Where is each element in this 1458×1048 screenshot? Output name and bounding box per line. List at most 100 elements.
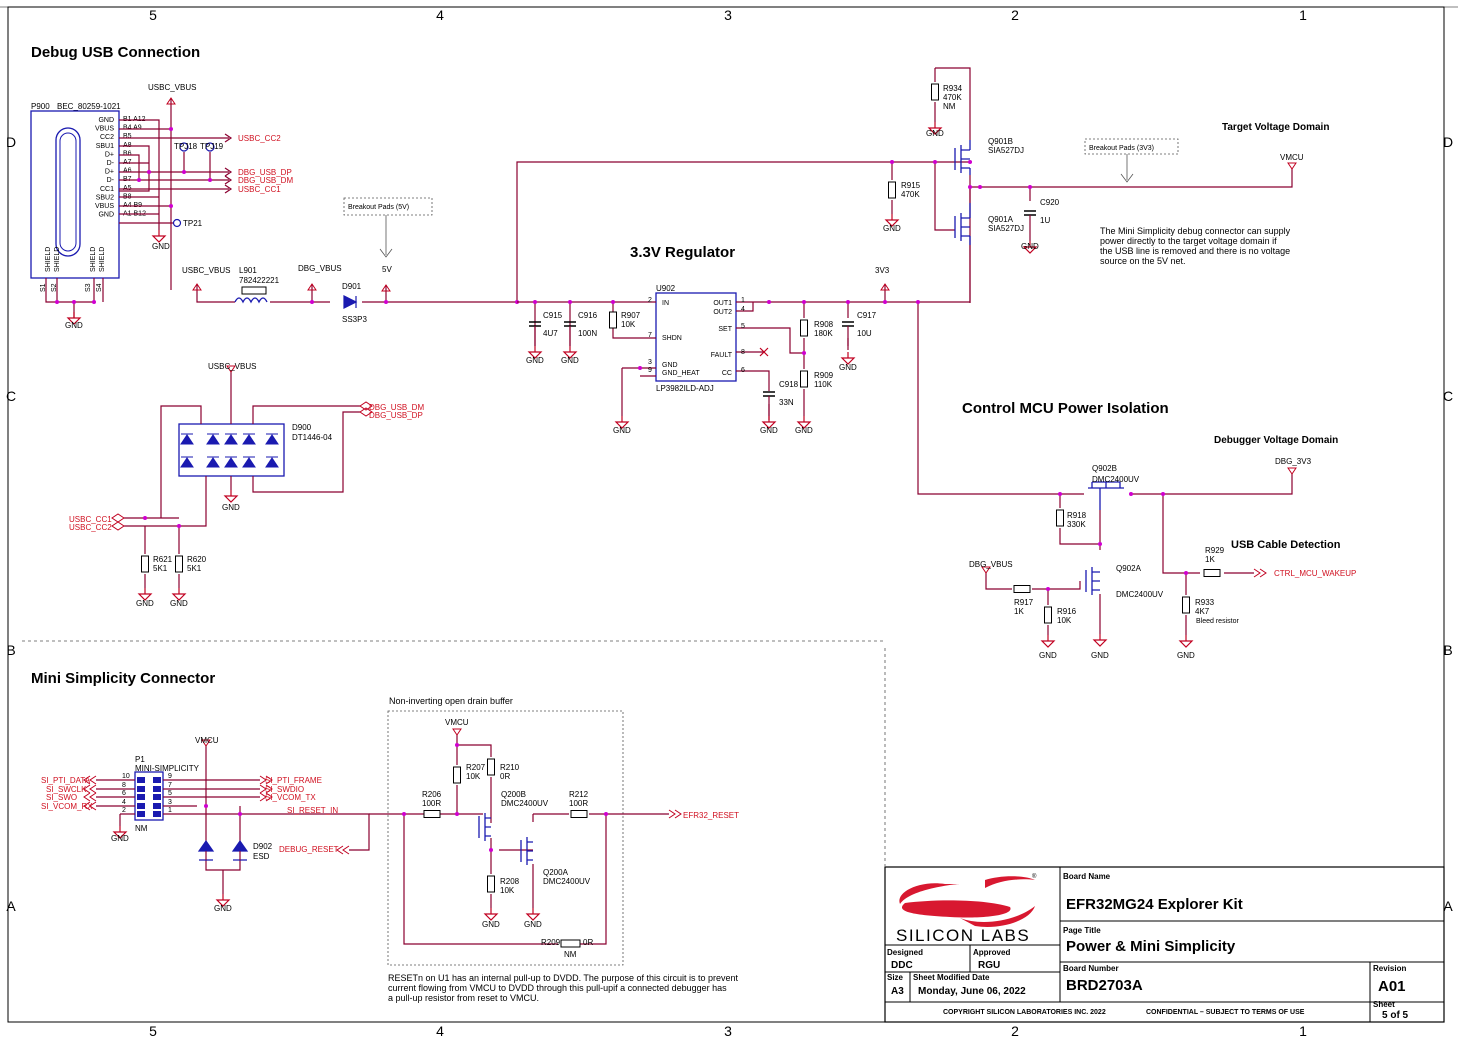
net-usbc-cc1-out: USBC_CC1 bbox=[69, 515, 112, 524]
gnd-label: GND bbox=[561, 356, 579, 365]
net-usbc-vbus: USBC_VBUS bbox=[182, 266, 230, 275]
input-chain bbox=[192, 161, 972, 309]
breakout-3v3-label: Breakout Pads (3V3) bbox=[1089, 145, 1154, 152]
gnd-label: GND bbox=[152, 242, 170, 251]
note-line: power directly to the target voltage dom… bbox=[1100, 236, 1277, 246]
gnd-label: GND bbox=[111, 834, 129, 843]
net-si-vcom-tx: SI_VCOM_TX bbox=[265, 793, 316, 802]
col-label: 5 bbox=[149, 7, 157, 23]
r206-value: 100R bbox=[422, 799, 441, 808]
diode-symbol bbox=[242, 456, 256, 468]
col-label: 3 bbox=[724, 7, 732, 23]
r621-ref: R621 bbox=[153, 555, 173, 564]
pin-number: S3 bbox=[85, 283, 92, 292]
c917-ref: C917 bbox=[857, 311, 877, 320]
bleed-label: Bleed resistor bbox=[1196, 618, 1239, 625]
u902-pin-name: IN bbox=[662, 300, 669, 307]
diode-symbol bbox=[180, 433, 194, 445]
col-label: 1 bbox=[1299, 1023, 1307, 1039]
target-switch bbox=[885, 67, 1297, 303]
size-label: Size bbox=[887, 973, 904, 982]
row-label: D bbox=[6, 134, 16, 150]
usb-pin-number: A6 bbox=[123, 168, 132, 175]
p1-pin-number: 5 bbox=[168, 790, 172, 797]
r907-ref: R907 bbox=[621, 311, 641, 320]
revision: A01 bbox=[1378, 978, 1406, 995]
u902-pin-name: FAULT bbox=[711, 352, 733, 359]
p1-pin-number: 3 bbox=[168, 799, 172, 806]
designed-label: Designed bbox=[887, 948, 923, 957]
usb-pin-name: VBUS bbox=[95, 126, 114, 133]
r212-value: 100R bbox=[569, 799, 588, 808]
d902-value: ESD bbox=[253, 852, 270, 861]
row-label: B bbox=[6, 642, 15, 658]
d901-ref: D901 bbox=[342, 282, 362, 291]
diode-symbol bbox=[224, 456, 238, 468]
target-domain-label: Target Voltage Domain bbox=[1222, 122, 1329, 133]
u902-pin-number: 5 bbox=[741, 323, 745, 330]
p1-pin-number: 10 bbox=[122, 773, 130, 780]
r620-value: 5K1 bbox=[187, 564, 202, 573]
size-value: A3 bbox=[891, 986, 904, 997]
page-title: Power & Mini Simplicity bbox=[1066, 938, 1236, 955]
q902b-value: DMC2400UV bbox=[1092, 475, 1140, 484]
p1-pin-number: 1 bbox=[168, 807, 172, 814]
p1-pin-number: 2 bbox=[122, 807, 126, 814]
row-label: B bbox=[1443, 642, 1452, 658]
approved-label: Approved bbox=[973, 948, 1010, 957]
page-title-label: Page Title bbox=[1063, 926, 1101, 935]
u902-pin-number: 4 bbox=[741, 306, 745, 313]
target-supply-note: The Mini Simplicity debug connector can … bbox=[1100, 226, 1291, 266]
note-line: current flowing from VMCU to DVDD throug… bbox=[388, 983, 727, 993]
p1-pin-number: 9 bbox=[168, 773, 172, 780]
u902-pin-number: 2 bbox=[648, 297, 652, 304]
r209-value: 0R bbox=[583, 938, 593, 947]
usb-pin-name: CC2 bbox=[100, 134, 114, 141]
u902-pin-name: OUT2 bbox=[713, 309, 732, 316]
company-logo-text: SILICON LABS bbox=[896, 926, 1030, 945]
board-number-label: Board Number bbox=[1063, 964, 1119, 973]
r909-value: 110K bbox=[814, 380, 833, 389]
r933-ref: R933 bbox=[1195, 598, 1215, 607]
net-usbc-cc2: USBC_CC2 bbox=[238, 134, 281, 143]
gnd-label: GND bbox=[170, 599, 188, 608]
note-line: RESETn on U1 has an internal pull-up to … bbox=[388, 973, 739, 983]
buffer-box bbox=[387, 710, 624, 966]
r918-value: 330K bbox=[1067, 520, 1086, 529]
r208-ref: R208 bbox=[500, 877, 520, 886]
r210-ref: R210 bbox=[500, 763, 520, 772]
p1-pin-pad bbox=[137, 811, 145, 817]
u902-pin-number: 3 bbox=[648, 359, 652, 366]
d900-ref: D900 bbox=[292, 423, 312, 432]
q901a-ref: Q901A bbox=[988, 215, 1014, 224]
reset-note: RESETn on U1 has an internal pull-up to … bbox=[388, 973, 739, 1003]
row-label: D bbox=[1443, 134, 1453, 150]
r620-ref: R620 bbox=[187, 555, 207, 564]
p1-pin-number: 7 bbox=[168, 782, 172, 789]
q902a-value: DMC2400UV bbox=[1116, 590, 1164, 599]
breakout-5v-label: Breakout Pads (5V) bbox=[348, 204, 409, 211]
r909-ref: R909 bbox=[814, 371, 834, 380]
diode-symbol bbox=[224, 433, 238, 445]
net-dbg-vbus: DBG_VBUS bbox=[298, 264, 342, 273]
r908-ref: R908 bbox=[814, 320, 834, 329]
gnd-label: GND bbox=[65, 321, 83, 330]
net-dbg-vbus: DBG_VBUS bbox=[969, 560, 1013, 569]
diode-symbol bbox=[180, 456, 194, 468]
net-si-swdio: SI_SWDIO bbox=[265, 785, 304, 794]
debugger-domain-label: Debugger Voltage Domain bbox=[1214, 435, 1338, 446]
esd-array-d900 bbox=[111, 365, 373, 601]
net-ctrl-mcu-wakeup: CTRL_MCU_WAKEUP bbox=[1274, 569, 1356, 578]
note-line: The Mini Simplicity debug connector can … bbox=[1100, 226, 1291, 236]
u902-value: LP3982ILD-ADJ bbox=[656, 384, 714, 393]
gnd-label: GND bbox=[222, 503, 240, 512]
p1-nm: NM bbox=[135, 824, 148, 833]
net-si-reset-in: SI_RESET_IN bbox=[287, 806, 338, 815]
usb-pin-number: B5 bbox=[123, 133, 132, 140]
gnd-label: GND bbox=[760, 426, 778, 435]
r929-ref: R929 bbox=[1205, 546, 1225, 555]
tpj19-label: TPJ19 bbox=[200, 142, 224, 151]
shield-label: SHIELD bbox=[45, 247, 52, 272]
u902-pin-number: 7 bbox=[648, 332, 652, 339]
